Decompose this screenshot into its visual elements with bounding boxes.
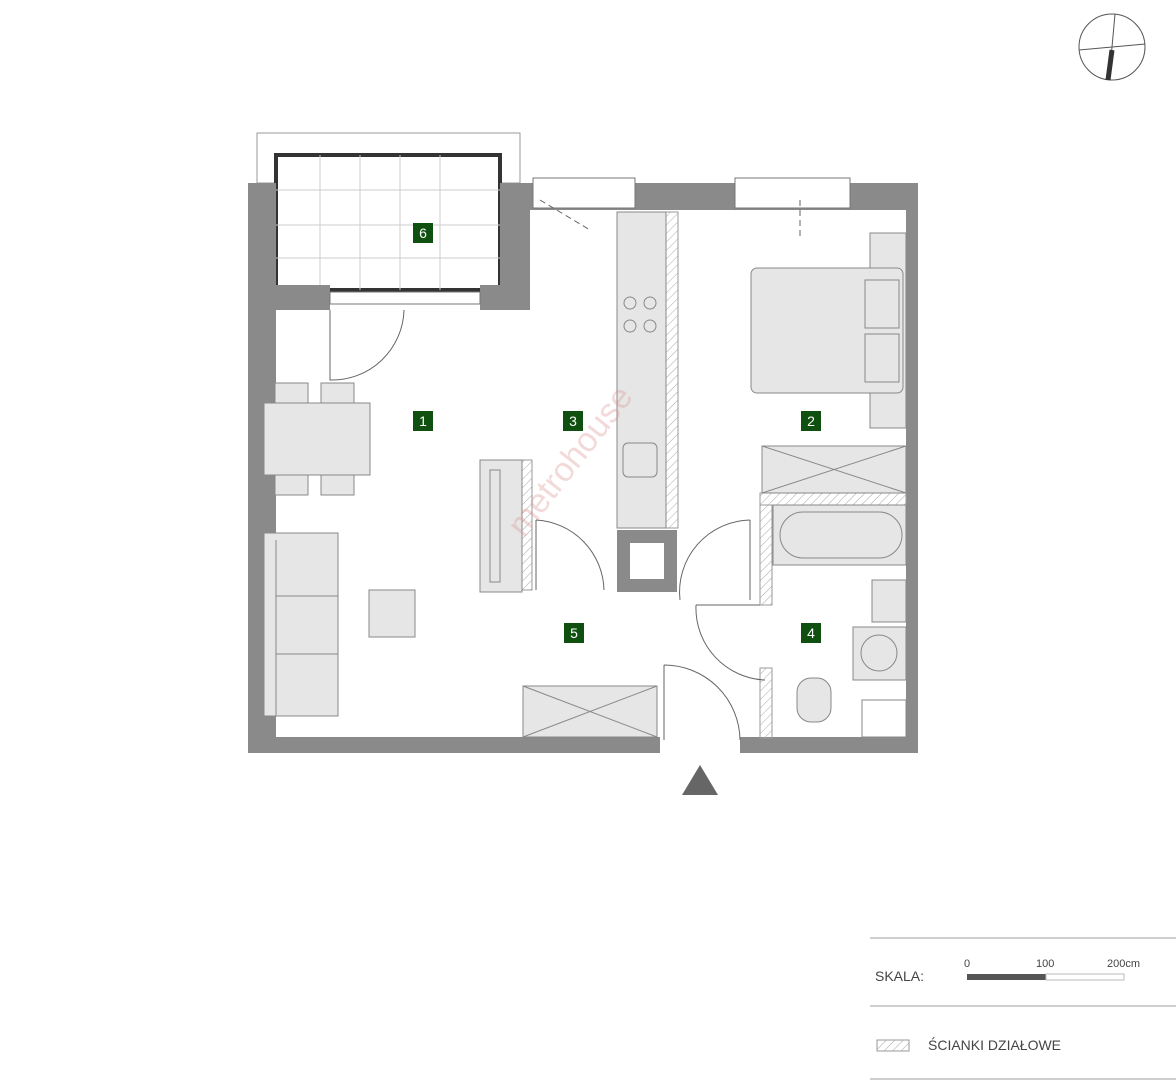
partition-legend-swatch <box>876 1039 910 1052</box>
scale-bar-filled <box>967 974 1046 980</box>
legend-divider <box>870 937 1176 939</box>
balcony <box>274 153 502 292</box>
windows <box>329 177 851 305</box>
scale-tick-0: 0 <box>964 958 971 970</box>
room-label-6: 6 <box>413 223 433 243</box>
legend-divider <box>870 1005 1176 1007</box>
scale-label: SKALA: <box>875 968 925 984</box>
balcony-tiles <box>276 155 500 290</box>
sofa <box>263 532 339 717</box>
room-label-1: 1 <box>413 411 433 431</box>
coffee-table <box>368 589 416 638</box>
room-label-4: 4 <box>801 623 821 643</box>
toilet <box>796 677 832 723</box>
scale-bar-empty <box>1045 973 1125 981</box>
room-label-5: 5 <box>564 623 584 643</box>
scale-tick-100: 100 <box>1036 958 1055 970</box>
legend-divider <box>870 1078 1176 1080</box>
partition-legend-label: ŚCIANKI DZIAŁOWE <box>928 1037 1062 1053</box>
dining-table <box>263 402 371 476</box>
doors <box>329 199 801 741</box>
compass-icon <box>1078 13 1146 81</box>
kitchen-counter <box>616 211 667 529</box>
room-label-3: 3 <box>563 411 583 431</box>
partition-walls <box>521 211 907 739</box>
sink <box>871 579 907 623</box>
room-label-2: 2 <box>801 411 821 431</box>
tv-unit <box>479 459 523 593</box>
furniture <box>263 211 907 738</box>
scale-tick-200: 200cm <box>1107 958 1141 970</box>
entrance-arrow-icon <box>682 765 718 795</box>
